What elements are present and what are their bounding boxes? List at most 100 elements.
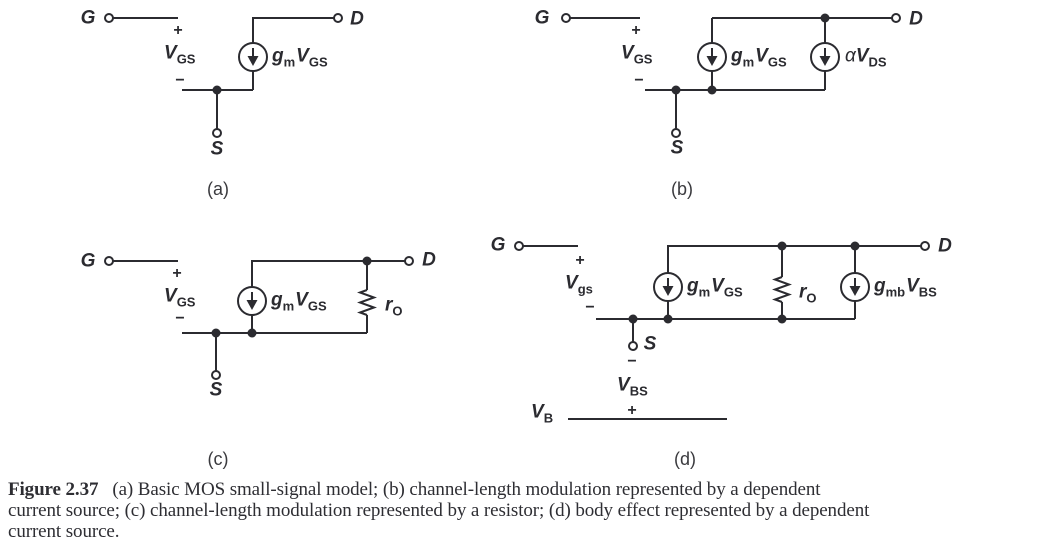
circuit-schematics bbox=[104, 13, 930, 420]
source-label: S bbox=[210, 138, 224, 160]
var-sub: BS bbox=[629, 383, 648, 399]
current-source-label: gmVGS bbox=[687, 275, 744, 299]
resistor-icon bbox=[772, 276, 792, 303]
subfigure-tag-a: (a) bbox=[207, 179, 229, 199]
coef: g bbox=[687, 275, 699, 297]
drain-label: D bbox=[938, 235, 952, 257]
minus-sign: − bbox=[634, 72, 644, 89]
var-main: V bbox=[855, 45, 869, 67]
var-main: V bbox=[164, 42, 177, 64]
vgs-label: VGS bbox=[164, 42, 196, 66]
source-terminal bbox=[671, 128, 681, 138]
coef-sub: m bbox=[742, 54, 755, 70]
drain-label: D bbox=[422, 249, 436, 271]
current-source-label: gmbVBS bbox=[874, 275, 938, 299]
vgs-label: VGS bbox=[164, 285, 196, 309]
coef: g bbox=[271, 289, 283, 311]
source-label: S bbox=[643, 333, 657, 355]
minus-sign: − bbox=[175, 72, 185, 89]
resistor-label: rO bbox=[385, 294, 404, 318]
circuit-a bbox=[104, 13, 343, 138]
var-sub: B bbox=[543, 410, 554, 426]
resistor-icon bbox=[357, 289, 377, 316]
caption-line: Figure 2.37(a) Basic MOS small-signal mo… bbox=[8, 479, 1038, 500]
var-main: V bbox=[565, 272, 578, 294]
plus-sign: + bbox=[575, 252, 585, 269]
gate-terminal bbox=[514, 241, 524, 251]
vgs-label: Vgs bbox=[565, 272, 594, 296]
caption-line: current source. bbox=[8, 521, 120, 542]
circuit-c bbox=[104, 256, 414, 380]
gate-label: G bbox=[80, 250, 96, 272]
bulk-label: VB bbox=[531, 401, 554, 425]
gate-label: G bbox=[490, 234, 506, 256]
arrow-head bbox=[849, 286, 861, 296]
current-source-label: gmVGS bbox=[272, 47, 329, 69]
subfigure-tag-d: (d) bbox=[674, 449, 696, 469]
source-terminal bbox=[212, 128, 222, 138]
drain-terminal bbox=[891, 13, 901, 23]
current-source-label: αVDS bbox=[845, 45, 888, 69]
vbs-label: VBS bbox=[617, 374, 649, 398]
coef-sub: m bbox=[282, 298, 295, 314]
figure-caption: Figure 2.37(a) Basic MOS small-signal mo… bbox=[8, 479, 1038, 542]
gate-terminal bbox=[561, 13, 571, 23]
caption-line: current source; (c) channel-length modul… bbox=[8, 500, 870, 521]
var-sub: GS bbox=[176, 51, 196, 67]
wire bbox=[251, 260, 405, 287]
var-main: V bbox=[295, 289, 308, 311]
caption-text: (a) Basic MOS small-signal model; (b) ch… bbox=[112, 479, 821, 500]
arrow-head bbox=[662, 286, 674, 296]
junction-dot bbox=[247, 328, 257, 338]
var-main: V bbox=[617, 374, 630, 396]
var-main: V bbox=[531, 401, 544, 423]
wire bbox=[667, 245, 921, 273]
source-label: S bbox=[670, 137, 684, 159]
arrow-head bbox=[246, 300, 258, 310]
arrow-head bbox=[819, 56, 831, 66]
var-main: r bbox=[799, 281, 807, 303]
var-main: V bbox=[906, 275, 919, 297]
drain-terminal bbox=[333, 13, 343, 23]
minus-sign: − bbox=[585, 299, 595, 316]
gate-label: G bbox=[534, 7, 550, 29]
source-terminal bbox=[211, 370, 221, 380]
gate-terminal bbox=[104, 256, 114, 266]
minus-sign: − bbox=[175, 310, 185, 327]
var-main: r bbox=[385, 294, 393, 316]
coef-sub: mb bbox=[885, 284, 906, 300]
current-source-label: gmVGS bbox=[731, 45, 788, 69]
var-sub: GS bbox=[308, 54, 328, 70]
var-sub: DS bbox=[868, 54, 887, 70]
var-sub: GS bbox=[767, 54, 787, 70]
arrow-head bbox=[247, 56, 259, 66]
circuit-d bbox=[514, 241, 930, 420]
coef: g bbox=[874, 275, 886, 297]
vgs-label: VGS bbox=[621, 42, 653, 66]
var-sub: GS bbox=[633, 51, 653, 67]
junction-dot bbox=[663, 314, 673, 324]
drain-label: D bbox=[350, 8, 364, 30]
var-main: V bbox=[164, 285, 177, 307]
coef: g bbox=[731, 45, 743, 67]
junction-dot bbox=[707, 85, 717, 95]
drain-terminal bbox=[920, 241, 930, 251]
plus-sign: + bbox=[173, 22, 183, 39]
var-sub: O bbox=[806, 290, 817, 306]
plus-sign: + bbox=[631, 22, 641, 39]
plus-sign: + bbox=[627, 402, 637, 419]
circuit-b bbox=[561, 13, 901, 138]
plus-sign: + bbox=[172, 265, 182, 282]
source-terminal bbox=[628, 341, 638, 351]
subfigure-tag-b: (b) bbox=[671, 179, 693, 199]
gate-terminal bbox=[104, 13, 114, 23]
var-sub: O bbox=[392, 303, 403, 319]
var-main: V bbox=[621, 42, 634, 64]
gate-label: G bbox=[80, 7, 96, 29]
arrow-head bbox=[706, 56, 718, 66]
source-label: S bbox=[209, 379, 223, 401]
resistor-label: rO bbox=[799, 281, 818, 305]
subfigure-tag-c: (c) bbox=[207, 449, 229, 469]
var-sub: gs bbox=[577, 281, 593, 297]
